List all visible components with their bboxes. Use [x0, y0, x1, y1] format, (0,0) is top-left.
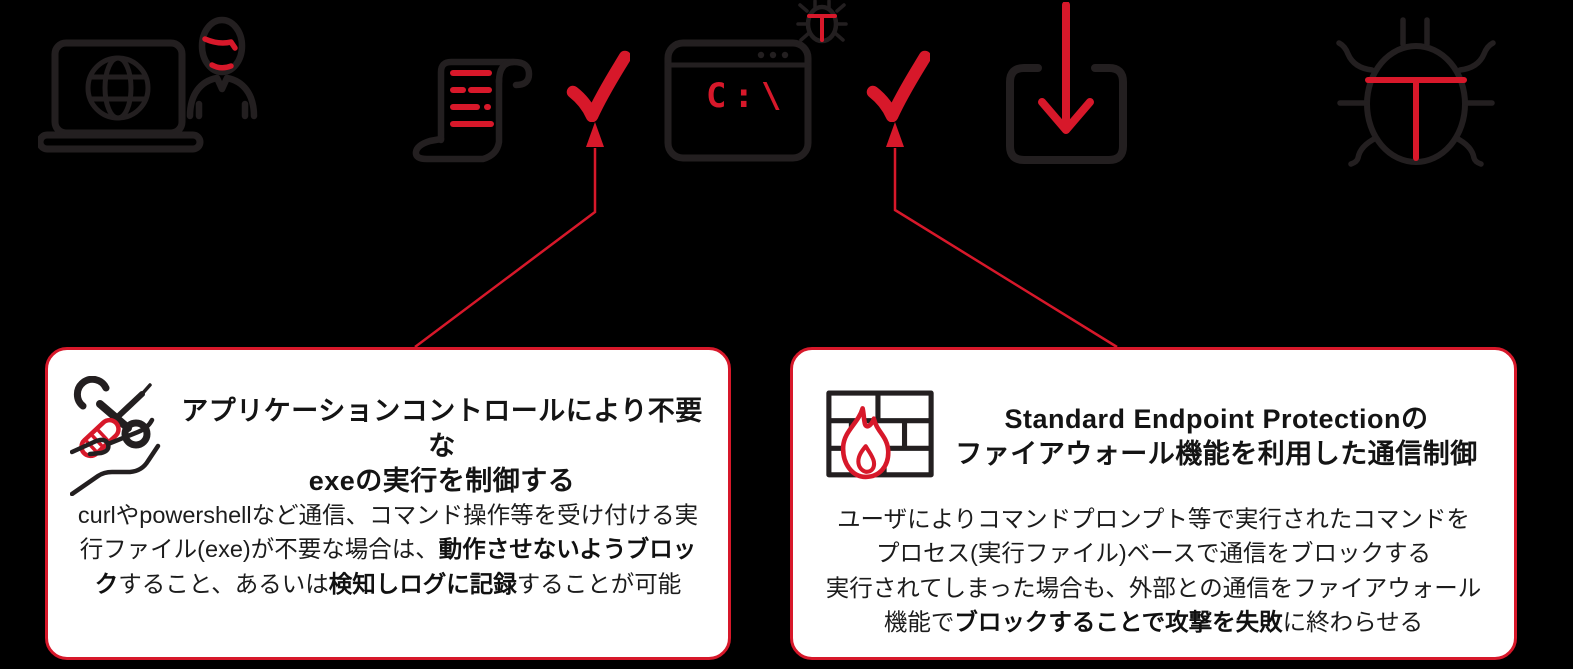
flame	[840, 406, 891, 480]
globe-icon	[85, 55, 151, 121]
titlebar-dots	[757, 51, 789, 59]
checkmark-icon-left	[566, 50, 630, 122]
callout-right-body: ユーザによりコマンドプロンプト等で実行されたコマンドを プロセス(実行ファイル)…	[811, 502, 1496, 639]
bug-icon-large	[1336, 17, 1496, 167]
callout-card-right: Standard Endpoint Protectionの ファイアウォール機能…	[790, 347, 1517, 660]
person-red-details	[202, 36, 238, 71]
connector-left-line	[414, 148, 597, 348]
user-laptop-icon	[38, 16, 258, 153]
callout-card-left: アプリケーションコントロールにより不要な exeの実行を制御する curlやpo…	[45, 347, 731, 660]
download-icon	[1006, 2, 1127, 164]
hand-outline	[70, 417, 161, 496]
connector-left-arrowhead	[586, 122, 604, 147]
callout-right-body-line3: 実行されてしまった場合も、外部との通信をファイアウォール	[825, 574, 1482, 601]
laptop-base	[38, 131, 204, 153]
callout-right-title: Standard Endpoint Protectionの ファイアウォール機能…	[933, 402, 1500, 472]
callout-left-body: curlやpowershellなど通信、コマンド操作等を受け付ける実行ファイル(…	[77, 502, 699, 597]
bug-icon-small	[796, 0, 848, 44]
tools-hand-icon	[70, 376, 161, 496]
download-arrow	[1038, 2, 1094, 134]
terminal-prompt-text: C:\	[706, 76, 789, 116]
person-icon	[186, 16, 258, 120]
callout-right-body-line2: プロセス(実行ファイル)ベースで通信をブロックする	[876, 540, 1431, 567]
callout-right-title-line1: Standard Endpoint Protectionの	[1004, 404, 1429, 434]
callout-right-body-line4: 機能でブロックすることで攻撃を失敗に終わらせる	[883, 608, 1424, 635]
callout-left-title-line2: exeの実行を制御する	[308, 466, 576, 497]
script-text-lines	[450, 70, 494, 127]
firewall-icon	[826, 390, 934, 480]
connector-right-arrowhead	[886, 122, 904, 147]
terminal-window-icon	[664, 0, 848, 162]
callout-right-body-line1: ユーザによりコマンドプロンプト等で実行されたコマンドを	[837, 506, 1470, 532]
connector-right-line	[893, 148, 1118, 349]
checkmark-icon-right	[866, 50, 930, 122]
script-icon	[412, 58, 533, 163]
callout-left-title: アプリケーションコントロールにより不要な exeの実行を制御する	[168, 394, 716, 499]
callout-right-title-line2: ファイアウォール機能を利用した通信制御	[955, 439, 1478, 470]
callout-left-title-line1: アプリケーションコントロールにより不要な	[181, 396, 703, 462]
